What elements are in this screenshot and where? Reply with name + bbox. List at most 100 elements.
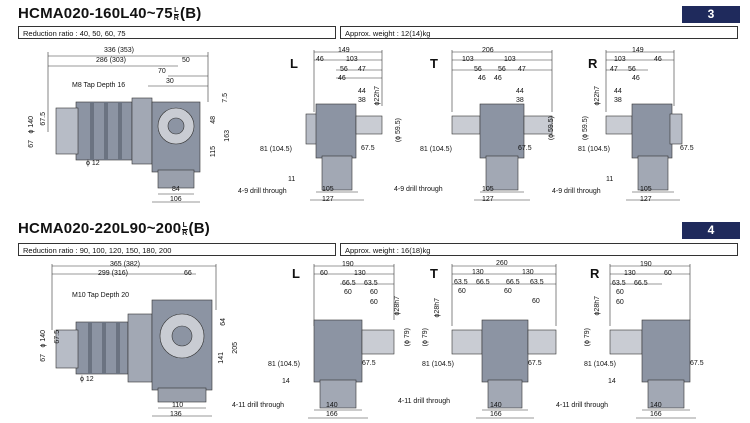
l-drill-label: 4-11 drill through <box>232 402 285 409</box>
t-dim-b: 130 <box>522 269 534 276</box>
tap-label: M10 Tap Depth 20 <box>72 292 130 299</box>
dim-phi-12: ϕ 12 <box>80 376 94 383</box>
t-dim-d: 56 <box>498 66 506 73</box>
t-view-drawing <box>451 50 553 201</box>
r-dim-d: 56 <box>628 66 636 73</box>
t-dim-e: 47 <box>518 66 526 73</box>
l-dim-d: 63.5 <box>364 280 378 287</box>
t-dim-top: 206 <box>482 47 494 54</box>
weight-box: Approx. weight : 16(18)kg <box>340 243 738 256</box>
weight-box: Approx. weight : 12(14)kg <box>340 26 738 39</box>
r-dim-f: 44 <box>614 88 622 95</box>
l-dim-c: 66.5 <box>342 280 356 287</box>
l-dim-k: 67.5 <box>362 360 376 367</box>
l-dim-m: 105 <box>322 186 334 193</box>
r-dim-b: 60 <box>664 270 672 277</box>
l-dim-top: 149 <box>338 47 350 54</box>
t-dim-o: 166 <box>490 411 502 418</box>
dim-50: 50 <box>182 57 190 64</box>
t-dim-k: (ϕ 79) <box>422 328 429 347</box>
t-dim-m: 105 <box>482 186 494 193</box>
r-drill-label: 4-11 drill through <box>556 402 609 409</box>
l-dim-m: 140 <box>326 402 338 409</box>
l-dim-a: 46 <box>316 56 324 63</box>
r-dim-l: 11 <box>606 176 614 183</box>
t-dim-j: (ϕ 59.5) <box>548 116 555 141</box>
r-dim-l: 140 <box>650 402 662 409</box>
l-dim-top: 190 <box>342 261 354 268</box>
l-dim-h: ϕ22h7 <box>374 86 381 106</box>
dim-length-2: 299 (316) <box>98 270 128 277</box>
r-view-drawing <box>605 50 683 201</box>
dim-110: 110 <box>172 402 184 409</box>
t-dim-f: 46 <box>478 75 486 82</box>
r-dim-k: 67.5 <box>680 145 694 152</box>
r-dim-e: 46 <box>632 75 640 82</box>
dim-phi-140: ϕ 140 <box>40 330 47 348</box>
t-dim-i: 60 <box>532 298 540 305</box>
view-label-t: T <box>430 266 438 281</box>
l-dim-c: 56 <box>340 66 348 73</box>
l-dim-g: 60 <box>370 299 378 306</box>
dim-67-5: 67.5 <box>54 330 61 344</box>
r-dim-d: 66.5 <box>634 280 648 287</box>
view-label-t: T <box>430 56 438 71</box>
r-dim-b: 46 <box>654 56 662 63</box>
r-dim-g: ϕ28h7 <box>594 296 601 316</box>
r-dim-m: 105 <box>640 186 652 193</box>
dim-136: 136 <box>170 411 182 418</box>
t-dim-a: 103 <box>462 56 474 63</box>
t-dim-j: ϕ28h7 <box>434 298 441 318</box>
r-dim-h: ϕ22h7 <box>594 86 601 106</box>
t-dim-c: 56 <box>474 66 482 73</box>
dim-64: 64 <box>220 318 227 326</box>
dim-67: 67 <box>28 140 35 148</box>
dim-67: 67 <box>40 354 47 362</box>
dim-48: 48 <box>210 116 217 124</box>
t-dim-m: 67.5 <box>528 360 542 367</box>
l-drill-label: 4-9 drill through <box>238 188 287 195</box>
r-view-drawing <box>609 264 696 419</box>
r-dim-j: 67.5 <box>690 360 704 367</box>
t-dim-d: 66.5 <box>476 279 490 286</box>
r-dim-m: 166 <box>650 411 662 418</box>
t-dim-g: 46 <box>494 75 502 82</box>
l-dim-a: 60 <box>320 270 328 277</box>
dim-115: 115 <box>210 146 217 158</box>
dim-84: 84 <box>172 186 180 193</box>
r-dim-g: 38 <box>614 97 622 104</box>
t-dim-h: 60 <box>504 288 512 295</box>
r-dim-h: (ϕ 79) <box>584 328 591 347</box>
view-label-l: L <box>290 56 298 71</box>
t-dim-k: 81 (104.5) <box>420 146 452 153</box>
l-view-drawing <box>305 50 383 201</box>
t-view-drawing <box>451 264 557 419</box>
l-dim-n: 127 <box>322 196 334 203</box>
r-dim-a: 130 <box>624 270 636 277</box>
side-view-drawing <box>47 52 209 203</box>
l-dim-b: 103 <box>346 56 358 63</box>
dim-66: 66 <box>184 270 192 277</box>
t-dim-n: 140 <box>490 402 502 409</box>
l-dim-e: 60 <box>344 289 352 296</box>
dim-length-2: 286 (303) <box>96 57 126 64</box>
dim-overall-length: 365 (382) <box>110 261 140 268</box>
t-dim-a: 130 <box>472 269 484 276</box>
dim-205: 205 <box>232 342 239 354</box>
r-dim-k: 14 <box>608 378 616 385</box>
r-drill-label: 4-9 drill through <box>552 188 601 195</box>
dim-phi-140: ϕ 140 <box>28 116 35 134</box>
view-label-r: R <box>590 266 600 281</box>
l-dim-i: (ϕ 59.5) <box>395 118 402 143</box>
view-label-l: L <box>292 266 300 281</box>
t-dim-i: 38 <box>516 97 524 104</box>
dim-70: 70 <box>158 68 166 75</box>
dim-phi-12: ϕ 12 <box>86 160 100 167</box>
t-drill-label: 4-9 drill through <box>394 186 443 193</box>
reduction-ratio-box: Reduction ratio : 90, 100, 120, 150, 180… <box>18 243 336 256</box>
l-dim-b: 130 <box>354 270 366 277</box>
